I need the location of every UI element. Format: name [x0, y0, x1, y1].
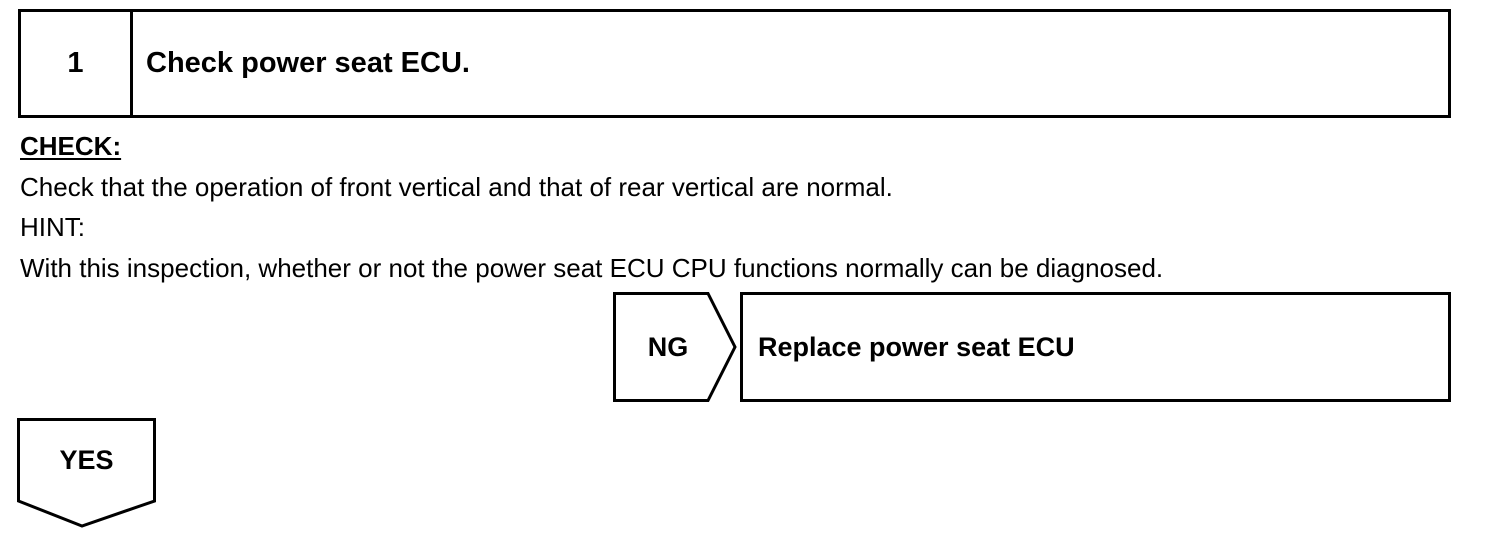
step-number: 1 — [21, 12, 133, 115]
yes-arrow-shape — [17, 418, 156, 528]
ng-arrow-shape — [613, 292, 737, 402]
ng-action-box: Replace power seat ECU — [740, 292, 1451, 402]
step-title: Check power seat ECU. — [146, 47, 470, 79]
yes-label: YES — [59, 444, 114, 475]
hint-text: With this inspection, whether or not the… — [20, 253, 1164, 283]
check-instruction: Check that the operation of front vertic… — [20, 172, 893, 202]
ng-label: NG — [647, 331, 689, 362]
step-header-box: 1 Check power seat ECU. — [18, 9, 1451, 118]
check-label: CHECK: — [20, 131, 122, 161]
hint-label: HINT: — [20, 212, 85, 242]
